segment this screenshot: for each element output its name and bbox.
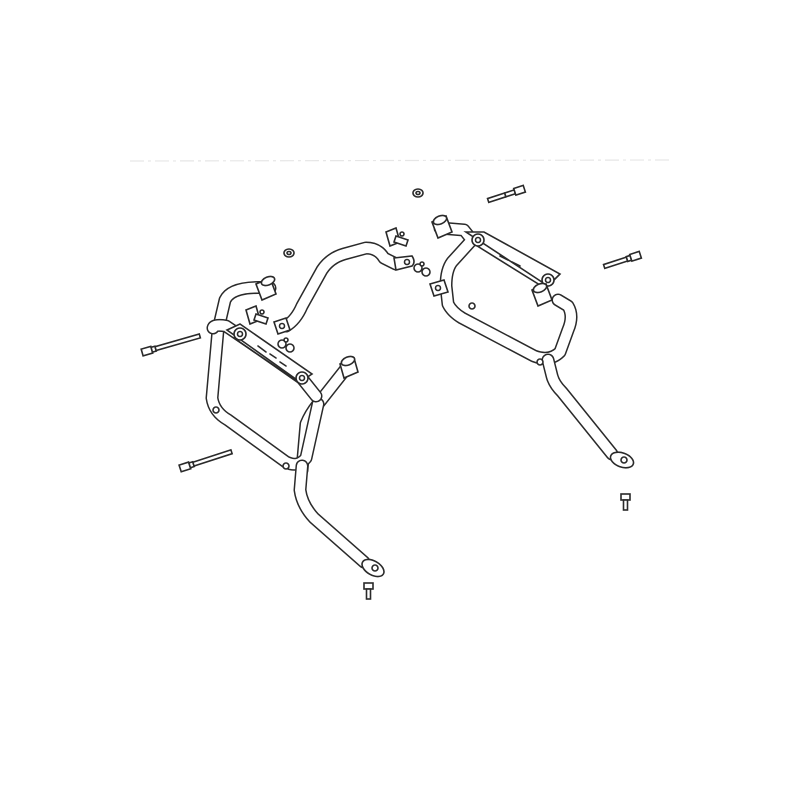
- spacer-sleeve: [254, 275, 278, 302]
- spacer-sleeve: [430, 214, 454, 240]
- bolt: [602, 250, 643, 270]
- spacer-sleeve: [339, 355, 359, 380]
- bolt: [140, 333, 202, 357]
- mounting-clip: [385, 226, 410, 248]
- left-frame: [205, 281, 385, 578]
- nut-pair: [277, 337, 295, 353]
- left-frame-stud: [282, 462, 290, 470]
- bolt: [178, 448, 234, 473]
- mounting-clip: [245, 304, 270, 326]
- left-frame-stud: [212, 406, 220, 414]
- left-frame-mount-plate: [225, 323, 314, 385]
- right-frame-mount-plate: [463, 231, 562, 291]
- screw: [363, 582, 374, 600]
- bolt: [486, 184, 527, 204]
- screw: [620, 493, 631, 511]
- nut-pair: [413, 261, 431, 277]
- spacer-sleeve: [530, 282, 554, 308]
- right-frame-lower-leg: [541, 353, 619, 461]
- right-frame-stud: [468, 302, 476, 310]
- left-frame-lower-leg: [293, 459, 371, 569]
- right-frame-bracket: [428, 279, 450, 297]
- center-stay-bar: [272, 241, 415, 336]
- washer: [412, 188, 424, 198]
- background-rule-line: [129, 159, 671, 162]
- left-frame-crossbar: [206, 318, 323, 403]
- right-frame-loop: [433, 221, 578, 365]
- washer: [283, 248, 295, 258]
- right-frame: [428, 214, 635, 469]
- right-frame-stud: [536, 358, 544, 366]
